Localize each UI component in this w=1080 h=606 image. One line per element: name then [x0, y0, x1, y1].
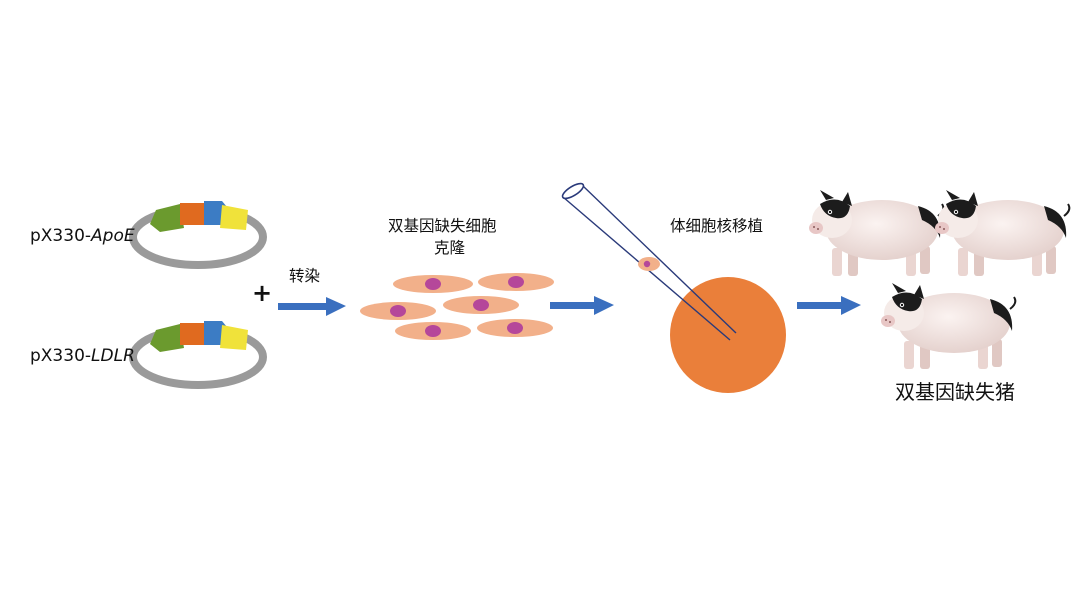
cell	[477, 319, 553, 337]
plasmid-prefix: pX330-	[30, 226, 92, 246]
pig-illustration	[880, 282, 1017, 370]
orange-segment	[180, 323, 206, 345]
result-label: 双基因缺失猪	[895, 380, 1015, 404]
pig-illustration	[808, 189, 945, 277]
cell-clones	[360, 273, 554, 340]
arrow-to-pigs	[797, 296, 861, 315]
plasmid-label-apoe: pX330-ApoE	[30, 226, 135, 246]
cell-clone-label-line2: 克隆	[434, 239, 466, 257]
plasmid-gene: ApoE	[91, 226, 135, 246]
plasmid-ldlr	[129, 321, 267, 389]
yellow-segment	[220, 205, 248, 230]
plus-sign: +	[252, 279, 273, 307]
plasmid-apoe	[129, 201, 267, 269]
cell	[360, 302, 436, 320]
yellow-segment	[220, 325, 248, 350]
arrow-transfection	[278, 297, 346, 316]
oocyte	[670, 277, 786, 393]
plasmid-prefix: pX330-	[30, 346, 92, 366]
cell	[393, 275, 473, 293]
cell-clone-label-line1: 双基因缺失细胞	[388, 217, 497, 235]
cell	[443, 296, 519, 314]
plasmid-gene: LDLR	[91, 346, 135, 366]
plasmid-label-ldlr: pX330-LDLR	[30, 346, 135, 366]
green-segment	[150, 324, 184, 352]
orange-segment	[180, 203, 206, 225]
arrow-to-nuclear-transfer	[550, 296, 614, 315]
pig-illustration	[934, 189, 1071, 277]
cell	[395, 322, 471, 340]
green-segment	[150, 204, 184, 232]
cell	[478, 273, 554, 291]
nuclear-transfer	[561, 182, 786, 393]
transfection-label: 转染	[289, 267, 321, 285]
donor-cell	[638, 257, 660, 271]
nuclear-transfer-label: 体细胞核移植	[670, 217, 764, 235]
